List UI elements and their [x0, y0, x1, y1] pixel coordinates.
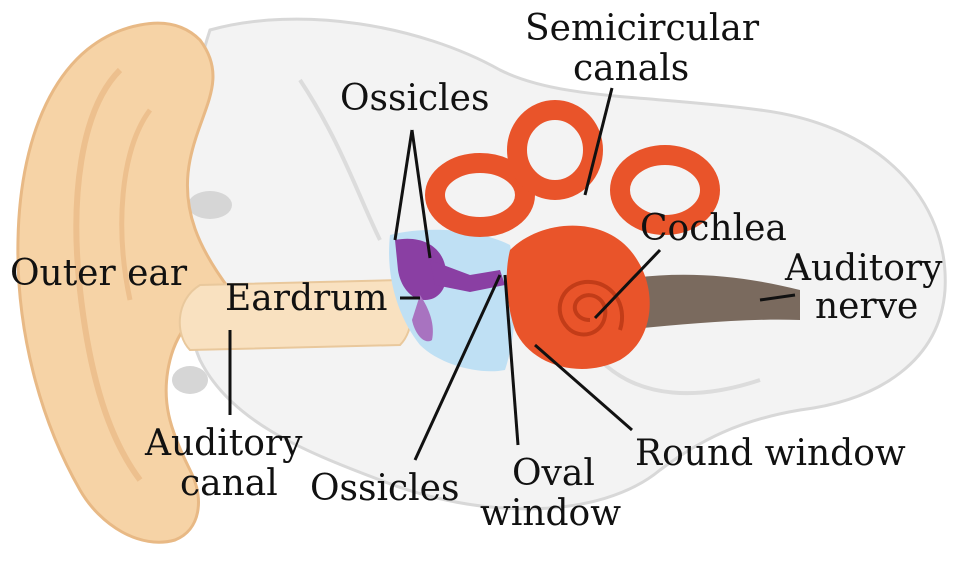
label-oval-window-line2: window — [480, 493, 621, 534]
label-auditory-canal-line2: canal — [180, 463, 278, 504]
label-semicircular-canals-line2: canals — [573, 48, 689, 89]
label-semicircular-canals-line1: Semicircular — [525, 8, 760, 49]
label-ossicles-bottom: Ossicles — [310, 468, 459, 509]
label-round-window: Round window — [635, 433, 906, 474]
label-auditory-nerve-line1: Auditory — [784, 248, 943, 289]
label-auditory-nerve-line2: nerve — [815, 286, 918, 327]
label-oval-window-line1: Oval — [512, 453, 595, 494]
label-cochlea: Cochlea — [640, 208, 787, 249]
label-outer-ear: Outer ear — [10, 253, 188, 294]
label-auditory-canal-line1: Auditory — [144, 423, 303, 464]
label-eardrum: Eardrum — [225, 278, 388, 319]
label-ossicles-top: Ossicles — [340, 78, 489, 119]
